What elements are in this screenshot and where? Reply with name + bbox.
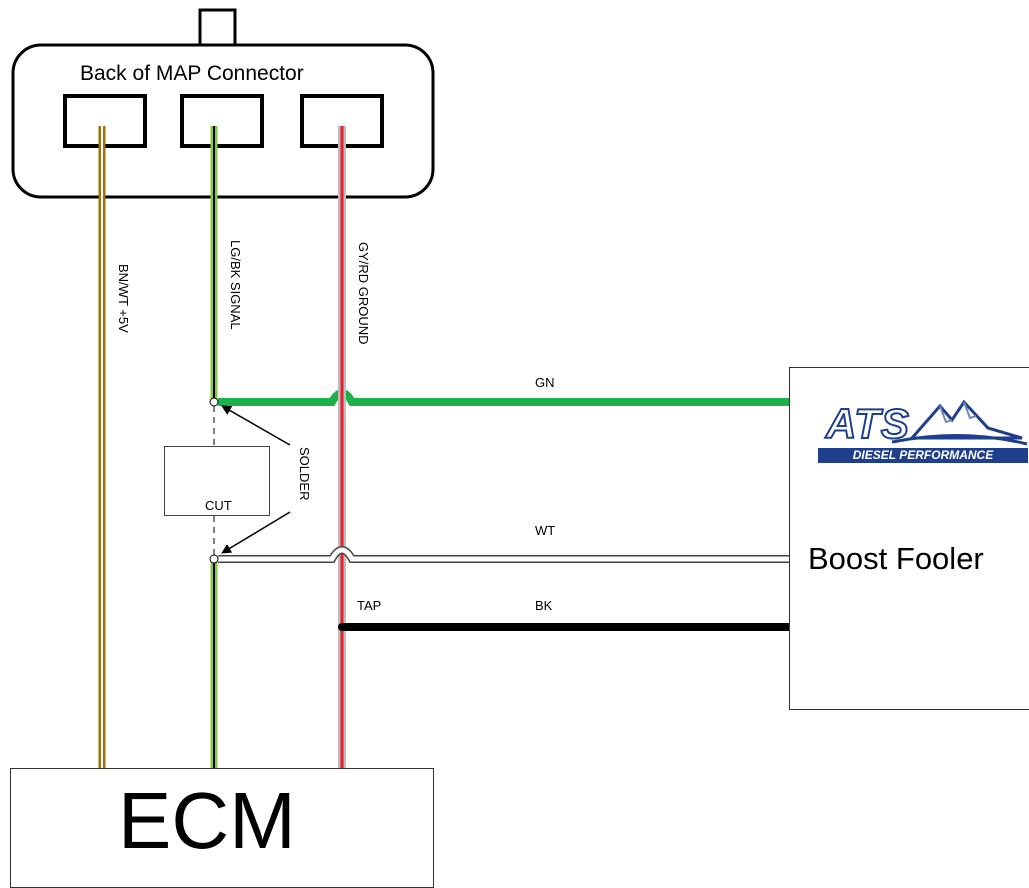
ats-logo: ATS DIESEL PERFORMANCE: [812, 398, 1029, 470]
ats-logo-tagline: DIESEL PERFORMANCE: [818, 448, 1028, 463]
solder-arrow-upper: [221, 405, 291, 446]
cut-label: CUT: [205, 498, 232, 513]
label-wt: WT: [535, 523, 556, 538]
ecm-label: ECM: [118, 776, 296, 865]
label-gyrd: GY/RD GROUND: [356, 242, 371, 345]
mountain-logo-icon: [891, 399, 1028, 446]
map-connector-title: Back of MAP Connector: [80, 62, 304, 85]
connector-pin-2: [180, 94, 264, 148]
boost-fooler-box: ATS DIESEL PERFORMANCE Boost Fooler: [789, 367, 1029, 710]
solder-point-lower: [209, 554, 219, 564]
label-gn: GN: [535, 375, 555, 390]
ats-logo-text: ATS: [825, 399, 910, 448]
boost-fooler-label: Boost Fooler: [808, 541, 984, 576]
ecm-box: ECM: [10, 768, 434, 888]
label-tap: TAP: [357, 598, 382, 613]
wire-wt: [218, 546, 790, 563]
wire-gn: [218, 389, 790, 406]
solder-point-upper: [209, 397, 219, 407]
connector-latch: [198, 8, 237, 48]
label-bk: BK: [535, 598, 553, 613]
label-solder: SOLDER: [297, 447, 312, 501]
label-bnwt: BN/WT +5V: [116, 264, 131, 333]
solder-arrow-lower: [221, 511, 291, 554]
cut-box: CUT: [164, 446, 270, 516]
label-lgbk: LG/BK SIGNAL: [228, 240, 243, 330]
